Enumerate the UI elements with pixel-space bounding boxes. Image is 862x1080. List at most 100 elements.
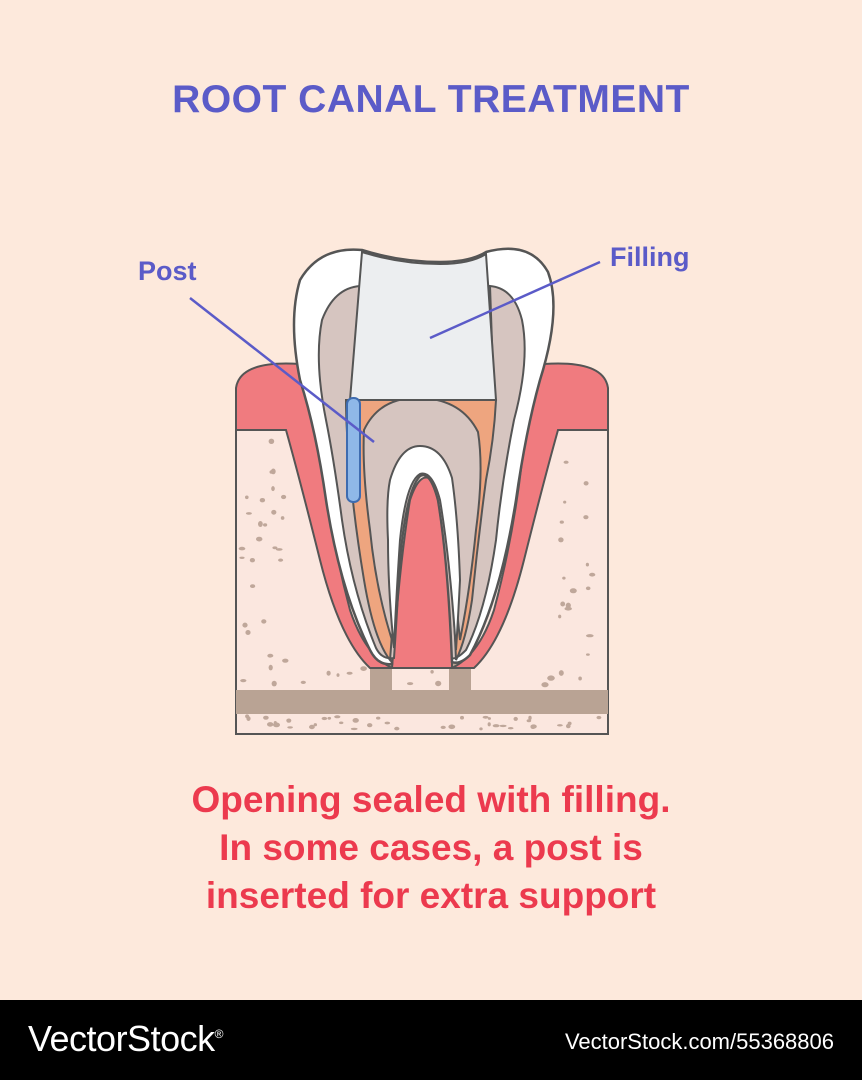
bone-speckle xyxy=(528,715,532,721)
bone-speckle xyxy=(430,670,434,674)
bone-speckle xyxy=(313,723,317,727)
bone-speckle xyxy=(360,666,367,671)
bone-speckle xyxy=(596,715,602,720)
bone-speckle xyxy=(336,673,340,677)
bone-speckle xyxy=(268,438,275,444)
bone-speckle xyxy=(586,634,594,638)
bone-speckle xyxy=(586,653,590,656)
bone-speckle xyxy=(507,727,514,730)
bone-speckle xyxy=(499,724,507,728)
bone-speckle xyxy=(271,680,277,687)
bone-speckle xyxy=(367,723,373,728)
bone-speckle xyxy=(585,586,591,591)
bone-speckle xyxy=(487,722,491,727)
bone-speckle xyxy=(334,715,341,719)
bone-speckle xyxy=(563,500,567,504)
bone-speckle xyxy=(321,716,328,721)
bone-speckle xyxy=(268,655,272,658)
bone-speckle xyxy=(578,676,582,681)
bone-speckle xyxy=(583,481,589,486)
bone-speckle xyxy=(259,498,266,503)
bone-speckle xyxy=(268,664,273,671)
bone-speckle xyxy=(309,724,315,730)
bone-speckle xyxy=(271,509,277,515)
post-label: Post xyxy=(138,256,197,286)
bone-speckle xyxy=(242,622,248,628)
footer-bar: VectorStock® VectorStock.com/55368806 xyxy=(0,1000,862,1080)
bone-speckle xyxy=(350,727,358,731)
bone-speckle xyxy=(267,722,274,727)
bone-speckle xyxy=(245,495,249,500)
bone-speckle xyxy=(558,614,562,619)
bone-speckle xyxy=(352,718,359,723)
bone-speckle xyxy=(240,679,247,683)
image-url: VectorStock.com/55368806 xyxy=(564,1029,834,1054)
bone-speckle xyxy=(238,546,246,551)
bone-speckle xyxy=(269,470,274,474)
bone-speckle xyxy=(281,494,287,500)
filling-label: Filling xyxy=(610,242,690,272)
bone-speckle xyxy=(278,558,284,562)
bone-speckle xyxy=(300,680,306,685)
bone-speckle xyxy=(563,460,569,464)
bone-speckle xyxy=(256,536,263,542)
bone-speckle xyxy=(286,718,292,723)
bone-speckle xyxy=(559,520,564,524)
bone-speckle xyxy=(487,717,491,720)
bone-speckle xyxy=(558,537,564,543)
bone-speckle xyxy=(245,630,251,635)
bone-speckle xyxy=(245,512,252,515)
bone-speckle xyxy=(564,606,572,611)
support-post xyxy=(346,397,361,503)
bone-speckle xyxy=(492,724,500,728)
caption: Opening sealed with filling. In some cas… xyxy=(0,776,862,920)
bone-speckle xyxy=(560,601,566,607)
bone-speckle xyxy=(384,721,391,725)
bone-speckle xyxy=(557,724,563,727)
bone-speckle xyxy=(239,556,245,559)
vectorstock-logo: VectorStock® xyxy=(28,1018,223,1059)
bone-speckle xyxy=(407,682,414,686)
bone-speckle xyxy=(326,670,331,676)
bone-speckle xyxy=(440,725,446,730)
bone-speckle xyxy=(271,486,275,492)
bone-speckle xyxy=(275,548,283,551)
filling-material xyxy=(348,250,498,401)
bone-speckle xyxy=(547,675,555,681)
bone-speckle xyxy=(376,716,381,720)
bone-speckle xyxy=(261,619,267,624)
bone-speckle xyxy=(530,725,536,729)
bone-speckle xyxy=(562,576,566,580)
bone-speckle xyxy=(448,724,456,730)
bone-speckle xyxy=(263,523,268,527)
bone-speckle xyxy=(558,670,564,676)
bone-speckle xyxy=(280,516,285,520)
post-leader-line xyxy=(189,297,375,443)
bone-speckle xyxy=(460,715,464,720)
bone-speckle xyxy=(589,572,596,577)
bone-speckle xyxy=(339,721,344,725)
bone-speckle xyxy=(258,521,263,527)
bone-speckle xyxy=(287,726,293,729)
bone-speckle xyxy=(282,658,289,663)
caption-line: Opening sealed with filling. xyxy=(191,779,671,820)
caption-line: In some cases, a post is xyxy=(219,827,643,868)
bone-speckle xyxy=(249,558,255,563)
bone-speckle xyxy=(566,723,571,729)
caption-line: inserted for extra support xyxy=(205,875,657,916)
bone-speckle xyxy=(273,722,280,728)
bone-speckle xyxy=(272,546,278,550)
bone-speckle xyxy=(482,715,489,719)
bone-speckle xyxy=(583,515,589,520)
bone-speckle xyxy=(541,682,549,688)
bone-speckle xyxy=(346,671,353,675)
bone-speckle xyxy=(513,716,518,721)
diagram-title: ROOT CANAL TREATMENT xyxy=(172,78,690,121)
bone-speckle xyxy=(250,584,256,588)
bone-speckle xyxy=(585,562,590,567)
bone-speckle xyxy=(327,716,332,720)
bone-speckle xyxy=(435,680,442,687)
bone-speckle xyxy=(479,727,483,731)
bone-speckle xyxy=(245,714,250,719)
tooth-diagram xyxy=(189,247,609,735)
